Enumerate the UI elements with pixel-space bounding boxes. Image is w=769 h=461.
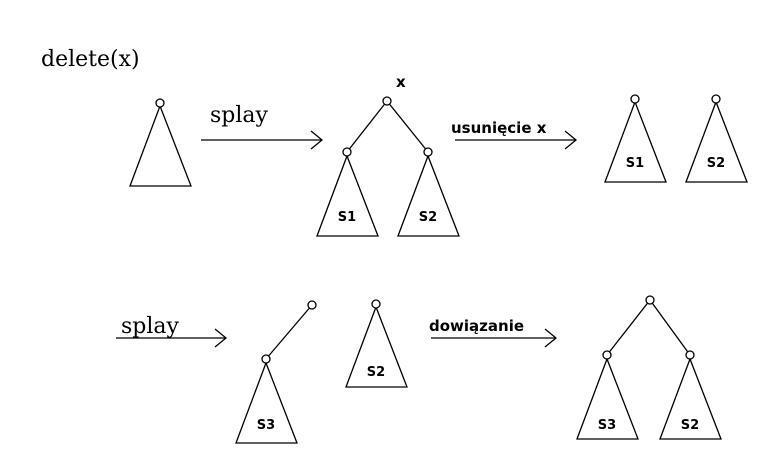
tree-root-node bbox=[155, 98, 165, 108]
edge-root-to-s3 bbox=[265, 304, 313, 360]
initial-tree bbox=[129, 98, 192, 187]
subtree-s2-triangle bbox=[659, 357, 722, 440]
arrow-head bbox=[564, 130, 578, 150]
remove-x-arrow: usunięcie x bbox=[451, 119, 578, 150]
root-x-label: x bbox=[396, 73, 406, 91]
subtree-s2-triangle bbox=[397, 154, 460, 237]
joined-root-node bbox=[645, 295, 655, 305]
subtree-s2-label: S2 bbox=[419, 210, 437, 225]
subtree-s2-label: S2 bbox=[367, 365, 385, 380]
s2-root-node bbox=[371, 299, 381, 309]
subtree-s1-triangle bbox=[604, 100, 667, 183]
subtree-s1-label: S1 bbox=[338, 210, 356, 225]
subtree-s3-triangle bbox=[576, 357, 639, 440]
subtree-s2-label: S2 bbox=[707, 156, 725, 171]
s1-root-node bbox=[630, 94, 640, 104]
splay-arrow-row1: splay bbox=[201, 103, 324, 150]
s2-root-node bbox=[711, 94, 721, 104]
splay-arrow-row2: splay bbox=[116, 314, 228, 348]
splay-label-row1: splay bbox=[210, 103, 269, 128]
left-child-node bbox=[602, 350, 612, 360]
subtree-s2-label: S2 bbox=[681, 418, 699, 433]
left-child-node bbox=[342, 147, 352, 157]
right-child-node bbox=[423, 147, 433, 157]
remove-x-label: usunięcie x bbox=[451, 119, 547, 137]
subtree-s2-triangle bbox=[345, 305, 408, 388]
separated-subtrees: S1 S2 bbox=[604, 94, 748, 183]
right-edge bbox=[386, 100, 429, 153]
splay-label-row2: splay bbox=[121, 314, 180, 339]
link-arrow: dowiązanie bbox=[429, 317, 558, 348]
left-edge bbox=[606, 299, 651, 356]
right-edge bbox=[649, 299, 691, 356]
subtree-s3-label: S3 bbox=[257, 418, 275, 433]
max-root-node bbox=[307, 300, 317, 310]
standalone-s2: S2 bbox=[345, 299, 408, 388]
arrow-head bbox=[310, 130, 324, 150]
diagram-title: delete(x) bbox=[41, 47, 140, 72]
splayed-left-tree: S3 bbox=[235, 300, 317, 444]
link-label: dowiązanie bbox=[429, 317, 524, 335]
arrow-head bbox=[214, 328, 228, 348]
subtree-s3-triangle bbox=[235, 361, 298, 444]
left-edge bbox=[346, 100, 388, 153]
subtree-s3-label: S3 bbox=[598, 418, 616, 433]
s3-root-node bbox=[261, 354, 271, 364]
root-x-node bbox=[382, 96, 392, 106]
subtree-s2-triangle bbox=[685, 100, 748, 183]
joined-tree: S3 S2 bbox=[576, 295, 722, 440]
subtree-s1-label: S1 bbox=[626, 156, 644, 171]
arrow-head bbox=[544, 328, 558, 348]
tree-triangle bbox=[129, 104, 192, 187]
subtree-s1-triangle bbox=[316, 154, 379, 237]
right-child-node bbox=[685, 350, 695, 360]
splayed-tree-x: x S1 S2 bbox=[316, 73, 460, 237]
